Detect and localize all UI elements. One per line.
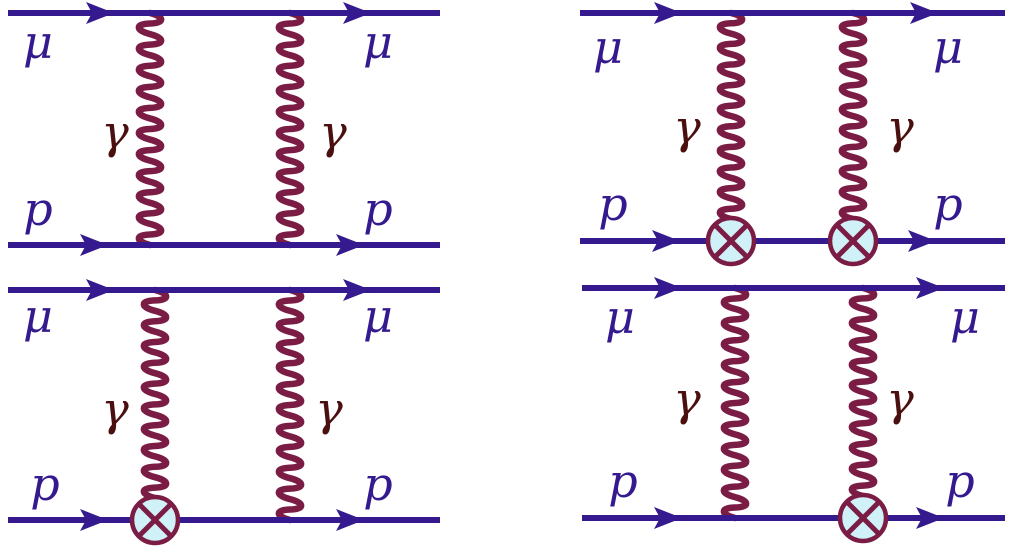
diagram-left-blob-muon-label-in: μ bbox=[23, 289, 53, 343]
diagram-left-blob-muon-line-arrow-2 bbox=[343, 279, 371, 301]
diagram-two-blob-photon-label-2: γ bbox=[886, 100, 914, 154]
diagram-right-blob-photon-1 bbox=[720, 284, 750, 522]
diagram-box-muon-label-in: μ bbox=[23, 15, 53, 69]
diagram-left-blob-proton-label-out: p bbox=[363, 457, 392, 511]
diagram-box-photon-1 bbox=[135, 9, 165, 249]
diagram-left-blob-proton-line-arrow-1 bbox=[80, 509, 108, 531]
diagram-box-photon-2 bbox=[275, 9, 305, 249]
diagram-two-blob-proton-line-arrow-2 bbox=[908, 230, 936, 252]
diagram-two-blob-muon-line-arrow-2 bbox=[910, 2, 938, 24]
diagram-two-blob-muon-line-arrow-1 bbox=[654, 2, 682, 24]
diagram-right-blob-proton-label-in: p bbox=[608, 454, 637, 508]
diagram-right-blob-photon-2 bbox=[848, 284, 878, 500]
diagram-box-muon-line-arrow-1 bbox=[86, 2, 114, 24]
diagram-right-blob-muon-label-in: μ bbox=[605, 290, 635, 344]
diagram-left-blob-photon-label-2: γ bbox=[315, 382, 343, 436]
diagram-right-blob-vertex-blob-2 bbox=[837, 492, 889, 544]
diagram-box-photon-label-1: γ bbox=[101, 105, 129, 159]
diagram-right-blob-proton-label-out: p bbox=[945, 454, 974, 508]
diagram-two-blob-photon-1 bbox=[716, 9, 746, 223]
diagram-left-blob-vertex-blob-1 bbox=[129, 494, 181, 546]
diagram-left-blob-muon-label-out: μ bbox=[363, 289, 393, 343]
diagram-box-proton-line-arrow-1 bbox=[80, 234, 108, 256]
diagram-right-blob-photon-label-2: γ bbox=[886, 372, 914, 426]
diagram-right-blob-proton-line-arrow-1 bbox=[654, 507, 682, 529]
diagram-left-blob-proton-line-arrow-2 bbox=[336, 509, 364, 531]
diagram-left-blob-photon-2 bbox=[275, 286, 305, 524]
diagram-box-muon-label-out: μ bbox=[363, 15, 393, 69]
diagram-two-blob-vertex-blob-1 bbox=[705, 215, 757, 267]
diagram-box-proton-label-in: p bbox=[23, 182, 52, 236]
diagram-two-blob-proton-label-out: p bbox=[933, 177, 962, 231]
diagram-right-blob-photon-label-1: γ bbox=[673, 372, 701, 426]
diagram-right-blob-muon-line-arrow-2 bbox=[916, 277, 944, 299]
diagram-right-blob-proton-line-arrow-2 bbox=[916, 507, 944, 529]
diagram-two-blob-muon-label-out: μ bbox=[933, 20, 963, 74]
diagram-two-blob-photon-label-1: γ bbox=[673, 100, 701, 154]
diagram-box-proton-line-arrow-2 bbox=[336, 234, 364, 256]
diagram-two-blob-photon-2 bbox=[838, 9, 868, 223]
diagram-right-blob-muon-line-arrow-1 bbox=[654, 277, 682, 299]
diagram-left-blob-photon-label-1: γ bbox=[101, 382, 129, 436]
diagram-two-blob-vertex-blob-2 bbox=[827, 215, 879, 267]
diagram-box-proton-label-out: p bbox=[363, 182, 392, 236]
diagram-box-muon-line-arrow-2 bbox=[343, 2, 371, 24]
diagram-two-blob-proton-line-arrow-1 bbox=[652, 230, 680, 252]
diagram-left-blob-muon-line-arrow-1 bbox=[86, 279, 114, 301]
diagram-left-blob-proton-label-in: p bbox=[30, 457, 59, 511]
diagram-box-photon-label-2: γ bbox=[319, 105, 347, 159]
diagram-two-blob-proton-label-in: p bbox=[598, 177, 627, 231]
diagram-left-blob-photon-1 bbox=[140, 286, 170, 502]
diagram-two-blob-muon-label-in: μ bbox=[593, 20, 623, 74]
diagram-right-blob-muon-label-out: μ bbox=[950, 290, 980, 344]
